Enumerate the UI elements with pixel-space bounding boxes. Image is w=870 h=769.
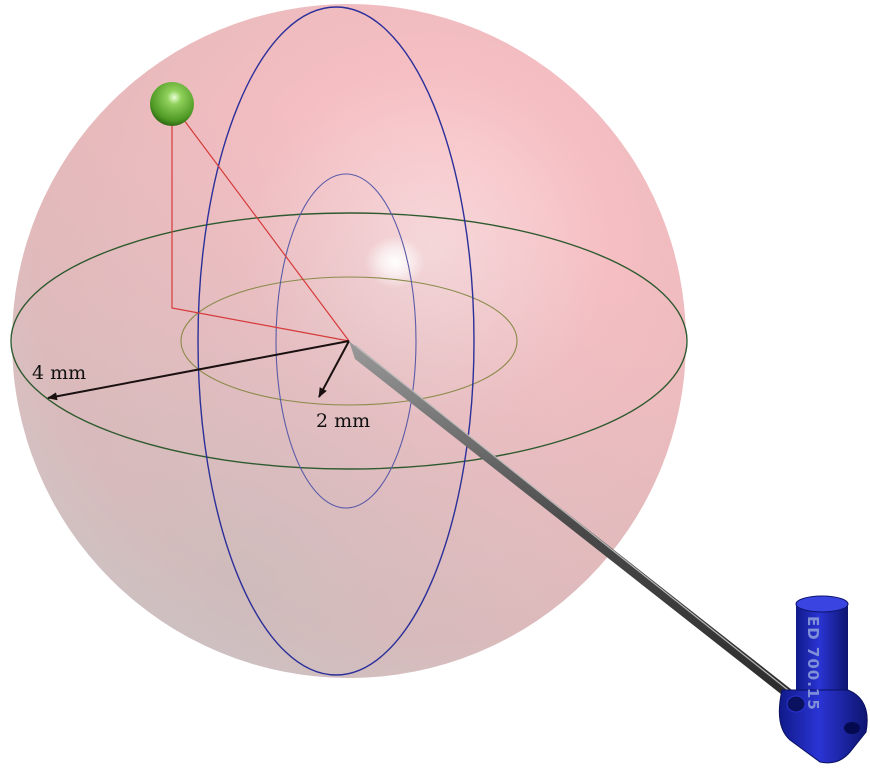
target-ball xyxy=(150,82,194,126)
outer-equator-ring xyxy=(10,212,688,470)
inner-meridian-ring xyxy=(275,173,417,509)
holder-post-top xyxy=(795,595,849,613)
probe xyxy=(349,341,806,709)
target-direct-line xyxy=(171,103,350,342)
probe-shaft-shine xyxy=(354,344,804,703)
target-projection-line xyxy=(171,104,350,342)
probe-holder: ED 700.15 xyxy=(778,595,868,764)
holder-shaft-socket xyxy=(786,695,806,713)
probe-shaft xyxy=(349,341,806,709)
holder-base-hole xyxy=(844,722,860,734)
inner-radius-label: 2 mm xyxy=(316,410,370,432)
holder-engraving: ED 700.15 xyxy=(804,616,822,711)
outer-radius-label: 4 mm xyxy=(32,362,86,384)
sphere-highlight xyxy=(365,236,425,288)
inner-equator-ring xyxy=(180,276,518,406)
outer-meridian-ring xyxy=(197,6,475,676)
outer-radius-arrow xyxy=(47,340,350,401)
inner-radius-arrow xyxy=(318,340,350,398)
